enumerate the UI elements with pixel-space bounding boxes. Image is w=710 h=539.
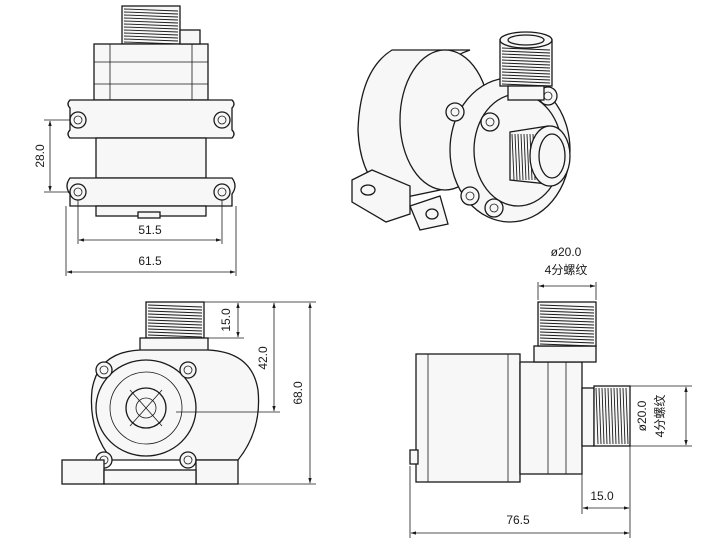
dim-label-15-side: 15.0 — [590, 489, 614, 503]
iso-top-outlet — [499, 31, 553, 101]
dim-label-61-5: 61.5 — [138, 254, 162, 268]
iso-base-foot-right — [409, 195, 449, 231]
dim-label-68: 68.0 — [291, 381, 305, 405]
dimension-15-side: 15.0 — [581, 446, 631, 538]
dim-label-15-front: 15.0 — [219, 308, 233, 332]
dimension-inlet-diameter: ø20.0 4分螺纹 — [630, 385, 692, 447]
iso-base-foot-left — [351, 169, 411, 223]
top-view-lower-flange — [66, 177, 236, 207]
dim-label-outlet-diameter: ø20.0 — [551, 245, 582, 259]
dim-label-42: 42.0 — [256, 346, 270, 370]
side-view: ø20.0 4分螺纹 ø20.0 4分螺纹 15.0 76.5 — [409, 245, 692, 538]
dim-label-outlet-thread: 4分螺纹 — [545, 263, 588, 277]
dim-label-inlet-thread: 4分螺纹 — [653, 395, 667, 438]
top-view-thread — [121, 5, 181, 45]
top-view: 28.0 51.5 61.5 — [33, 5, 237, 276]
dimension-68: 68.0 — [238, 301, 316, 485]
dimension-15-front: 15.0 — [204, 301, 244, 339]
top-view-upper-flange — [67, 99, 235, 139]
dim-label-51-5: 51.5 — [138, 223, 162, 237]
dimension-51-5: 51.5 — [77, 200, 223, 244]
dimension-61-5: 61.5 — [65, 206, 237, 276]
dim-label-76-5: 76.5 — [506, 513, 530, 527]
front-view: 15.0 42.0 68.0 — [61, 301, 316, 485]
thread-lines — [123, 8, 179, 45]
side-view-pump-head — [519, 361, 583, 475]
dimension-42: 42.0 — [176, 301, 280, 413]
isometric-view — [351, 31, 571, 231]
dim-label-28: 28.0 — [33, 144, 47, 168]
dimension-28: 28.0 — [33, 119, 70, 193]
front-view-foot-left — [61, 459, 105, 485]
side-view-motor — [415, 353, 521, 483]
dimension-76-5: 76.5 — [409, 466, 630, 538]
dim-label-inlet-diameter: ø20.0 — [635, 400, 649, 431]
dimension-outlet-diameter: ø20.0 4分螺纹 — [537, 245, 597, 300]
iso-front-inlet — [509, 125, 571, 187]
front-view-casing — [90, 349, 260, 461]
top-view-upper-housing — [93, 43, 209, 101]
top-view-body — [95, 137, 207, 179]
front-view-foot-right — [195, 459, 239, 485]
